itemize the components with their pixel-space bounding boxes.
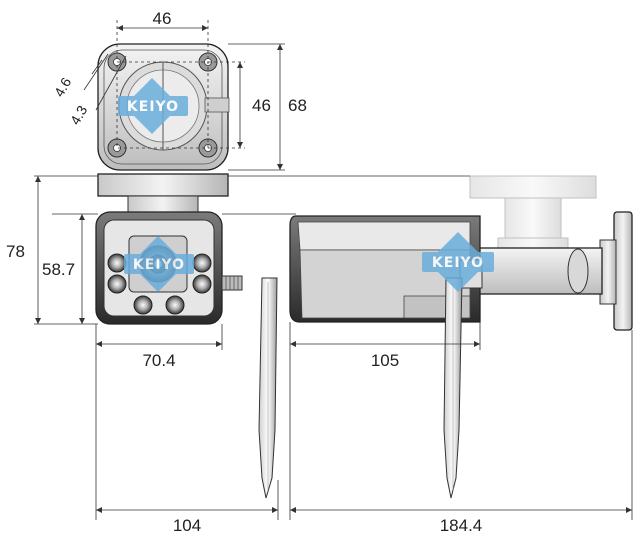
dimension-side-total-length: 184.4: [290, 330, 633, 535]
dim-label-front-total-width: 104: [173, 516, 201, 535]
dim-label-top-inner-height: 46: [252, 96, 271, 115]
watermark-logo-side: KEIYO: [422, 232, 494, 292]
dimension-top-width: 46: [117, 9, 208, 31]
watermark-band-top: [118, 96, 188, 116]
dimension-front-width: 70.4: [95, 324, 223, 520]
ir-led-array: [107, 253, 212, 315]
dim-label-top-outer-height: 68: [288, 96, 307, 115]
dimension-top-outer-height: 68: [277, 44, 307, 170]
dimension-side-length: 105: [289, 322, 481, 520]
dimension-top-inner-height: 46: [237, 62, 271, 148]
watermark-logo-front: KEIYO: [124, 236, 194, 292]
front-view-camera: [95, 173, 278, 499]
dim-label-side-length: 105: [371, 351, 399, 370]
dimension-front-total-height: 78: [6, 175, 98, 325]
watermark-text-front: KEIYO: [133, 257, 185, 273]
top-view-mount-plate: [97, 20, 285, 171]
dim-label-front-body-height: 58.7: [42, 260, 75, 279]
watermark-band-front: [124, 254, 194, 274]
side-view-camera: [289, 175, 633, 499]
dim-label-front-total-height: 78: [6, 242, 25, 261]
dim-label-hole-b: 4.3: [67, 102, 91, 127]
watermark-text-top: KEIYO: [127, 99, 179, 115]
screw-hole-bottom-left: [107, 138, 127, 158]
dim-label-top-width: 46: [153, 9, 172, 28]
watermark-text-side: KEIYO: [432, 255, 484, 271]
dim-label-hole-a: 4.6: [51, 74, 75, 99]
dim-label-side-total-length: 184.4: [440, 516, 483, 535]
dimension-front-total-width: 104: [96, 480, 279, 535]
dimension-front-body-height: 58.7: [42, 213, 98, 324]
ghost-mount: [469, 175, 597, 251]
watermark-band-side: [422, 252, 494, 272]
watermark-logo-top: KEIYO: [118, 78, 188, 134]
dim-label-front-width: 70.4: [142, 351, 175, 370]
